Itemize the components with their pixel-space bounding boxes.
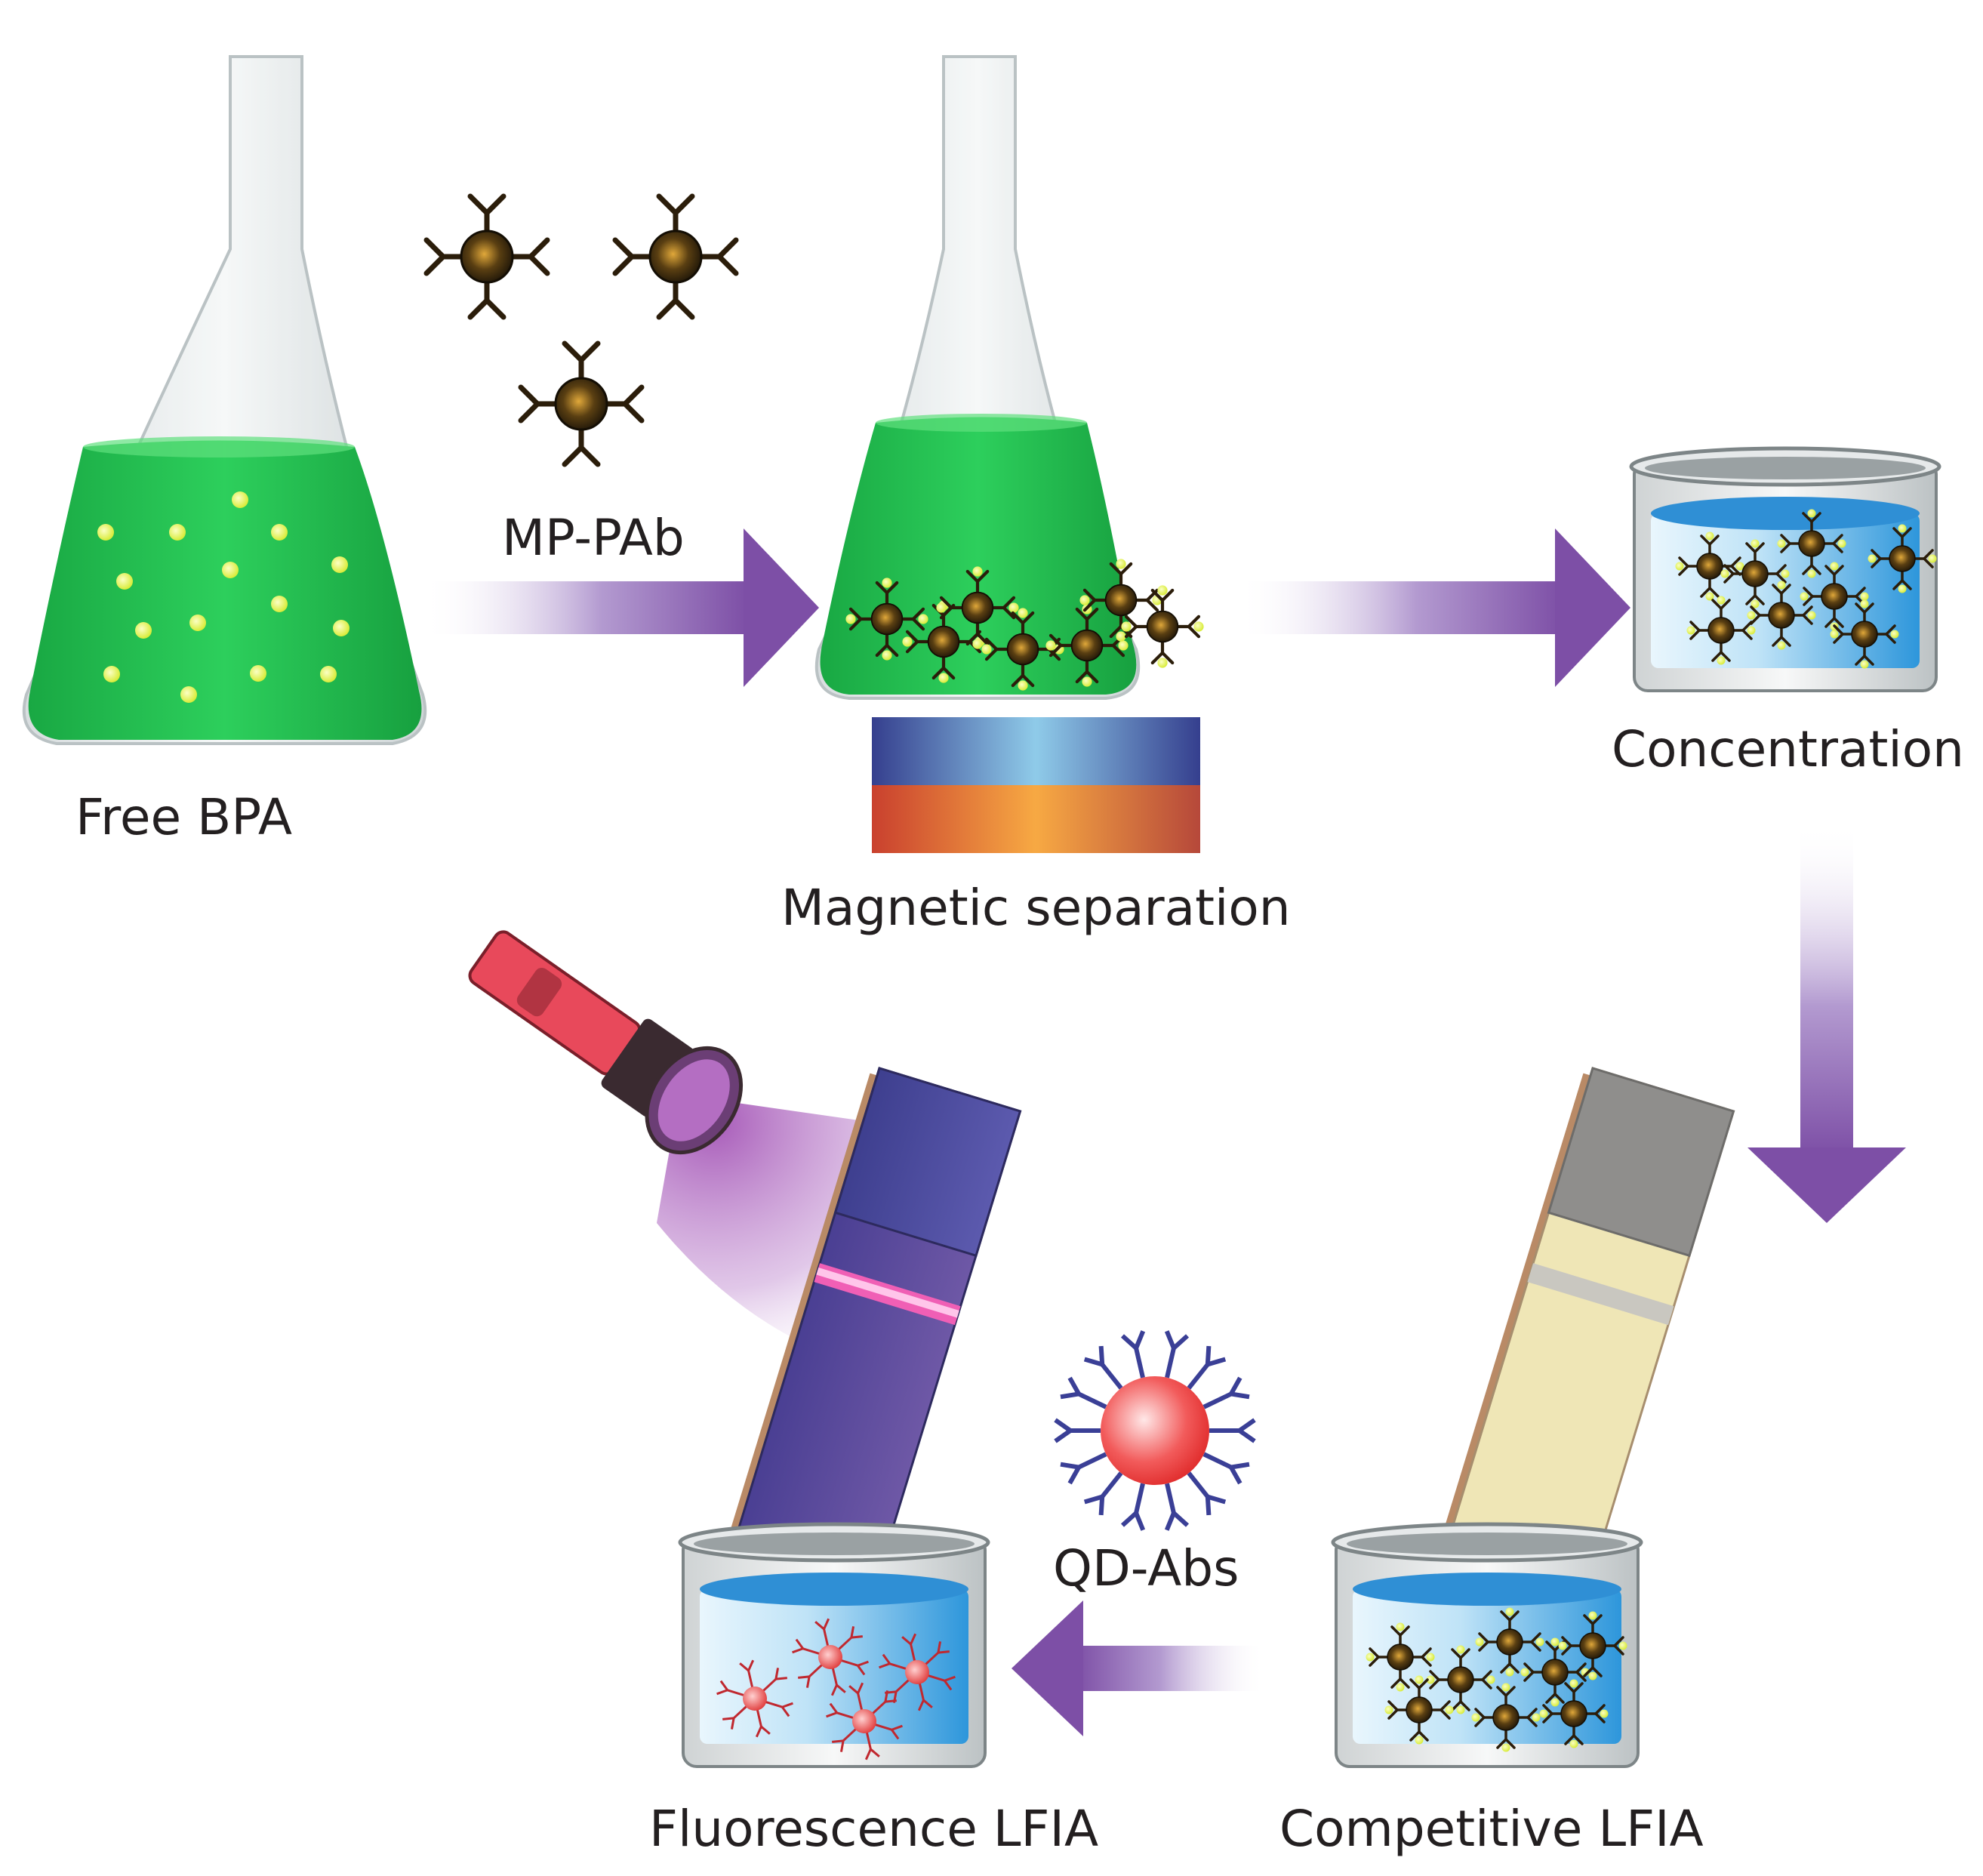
beaker-competitive-lfia bbox=[1331, 1522, 1643, 1768]
label-mp-pab: MP-PAb bbox=[502, 509, 685, 567]
label-competitive-lfia: Competitive LFIA bbox=[1279, 1800, 1704, 1858]
mp-pab-bpa-complex bbox=[1045, 604, 1129, 687]
arrow-concentration-to-competitive bbox=[1747, 823, 1906, 1223]
competitive-lfia-strip bbox=[1437, 1067, 1735, 1595]
arrow-flask2-to-concentration bbox=[1238, 528, 1630, 687]
mp-pab-bpa-complex bbox=[1121, 585, 1204, 668]
mp-pab-bpa-complex bbox=[1830, 599, 1899, 669]
mp-pab-bpa-complex bbox=[1720, 539, 1790, 608]
captured-bpa-complexes bbox=[845, 559, 1204, 691]
mp-pab-bpa-complex bbox=[1426, 1645, 1495, 1714]
mp-pab-bpa-complex bbox=[1800, 562, 1869, 631]
qd-ab-small bbox=[879, 1633, 956, 1711]
mp-pab-bpa-complex bbox=[1686, 596, 1756, 665]
mp-pab-bpa-complex bbox=[1471, 1683, 1541, 1752]
bpa-molecule bbox=[180, 686, 197, 703]
bpa-molecule bbox=[232, 491, 248, 508]
bpa-molecule bbox=[250, 665, 266, 682]
beaker-concentration bbox=[1629, 446, 1941, 692]
mp-pab-bpa-complex bbox=[1366, 1622, 1435, 1692]
bpa-molecule bbox=[189, 615, 206, 631]
mp-pab-bpa-complex bbox=[1475, 1607, 1544, 1677]
mp-pab-bpa-complex bbox=[981, 608, 1064, 691]
mp-pab-bpa-complex bbox=[845, 578, 928, 661]
bpa-molecule bbox=[333, 620, 349, 636]
mp-pab-particle bbox=[612, 193, 739, 320]
mp-pab-bpa-complex bbox=[1384, 1675, 1454, 1745]
mp-pab-bpa-complex bbox=[1777, 509, 1846, 578]
mp-pab-particles bbox=[423, 193, 739, 467]
bpa-molecule bbox=[103, 666, 120, 682]
bpa-molecule bbox=[331, 556, 348, 573]
label-concentration: Concentration bbox=[1612, 720, 1964, 778]
arrow-competitive-to-fluorescence bbox=[1012, 1600, 1264, 1736]
label-qd-abs: QD-Abs bbox=[1053, 1539, 1239, 1597]
bpa-molecule bbox=[97, 524, 114, 541]
bpa-molecule bbox=[169, 524, 186, 541]
qd-ab-small bbox=[716, 1659, 793, 1738]
label-free-bpa: Free BPA bbox=[75, 788, 293, 846]
bpa-molecule bbox=[320, 666, 337, 682]
mp-pab-bpa-complex bbox=[1520, 1637, 1590, 1707]
bpa-molecule bbox=[222, 562, 239, 578]
fluorescence-lfia-strip bbox=[724, 1067, 1022, 1595]
mp-pab-bpa-complex bbox=[1747, 581, 1816, 650]
flask-free-bpa bbox=[22, 55, 427, 745]
bpa-molecule bbox=[116, 573, 133, 590]
label-fluorescence-lfia: Fluorescence LFIA bbox=[649, 1800, 1099, 1858]
mp-pab-bpa-complex bbox=[1539, 1679, 1609, 1748]
bpa-molecule bbox=[271, 596, 288, 612]
bpa-molecule bbox=[135, 622, 152, 639]
qd-ab-small bbox=[826, 1682, 903, 1760]
label-magnetic-separation: Magnetic separation bbox=[781, 879, 1291, 937]
bpa-molecule bbox=[271, 524, 288, 541]
qd-abs-particle bbox=[1054, 1330, 1256, 1531]
beaker-fluorescence-lfia bbox=[678, 1522, 990, 1768]
arrow-flask1-to-flask2 bbox=[423, 528, 819, 687]
mp-pab-particle bbox=[518, 340, 645, 467]
mp-pab-particle bbox=[423, 193, 550, 320]
mp-pab-bpa-complex bbox=[936, 566, 1019, 649]
mp-pab-bpa-complex bbox=[1675, 531, 1744, 601]
qd-ab-small bbox=[792, 1618, 869, 1696]
magnet bbox=[872, 717, 1200, 853]
free-bpa-molecules bbox=[97, 491, 349, 703]
mp-pab-bpa-complex bbox=[1868, 524, 1937, 593]
mp-pab-bpa-complex bbox=[1079, 559, 1162, 642]
flask-magnetic-separation bbox=[814, 55, 1204, 700]
mp-pab-bpa-complex bbox=[1558, 1611, 1627, 1680]
